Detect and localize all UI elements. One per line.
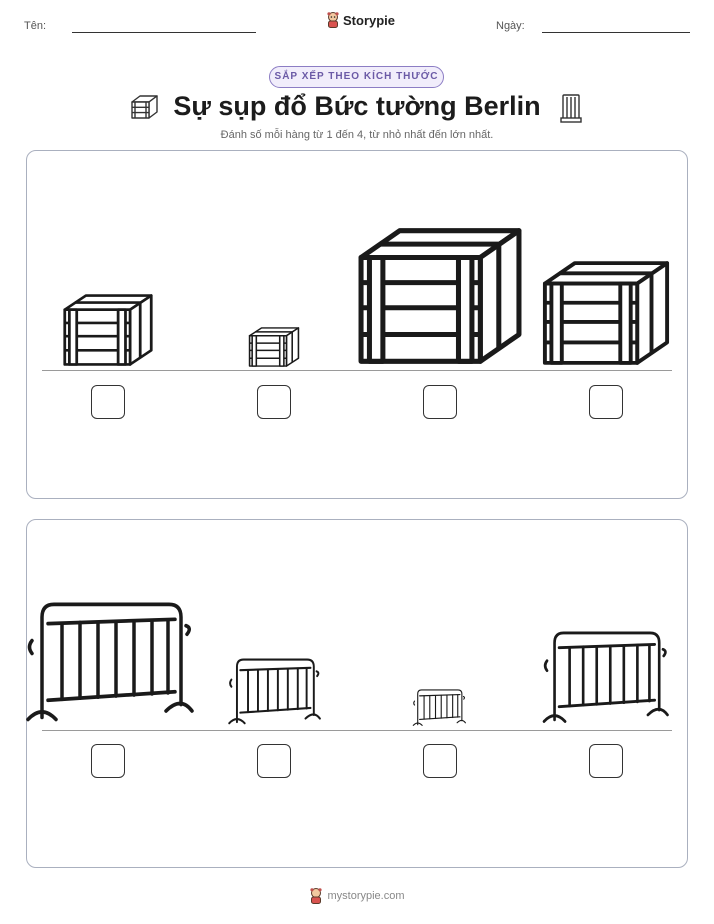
brand-name: Storypie [343,12,396,28]
crate-number-box-1[interactable] [91,385,125,419]
crate-number-box-3[interactable] [423,385,457,419]
barrier-icon-3 [412,688,466,728]
date-line[interactable] [542,32,690,33]
footer-url[interactable]: mystorypie.com [327,890,405,902]
crate-icon-3 [356,224,524,368]
barrier-number-box-1[interactable] [91,744,125,778]
barrier-number-box-2[interactable] [257,744,291,778]
date-label: Ngày: [496,20,525,32]
barrier-number-box-4[interactable] [589,744,623,778]
crates-baseline [42,370,672,371]
barrier-number-box-3[interactable] [423,744,457,778]
barriers-baseline [42,730,672,731]
barrier-icon-4 [541,628,669,728]
name-line[interactable] [72,32,256,33]
crate-icon [131,95,158,119]
barrier-icon-1 [24,598,194,728]
mascot-icon [327,12,339,28]
crate-icon-2 [248,326,300,368]
crate-number-box-4[interactable] [589,385,623,419]
instructions: Đánh số mỗi hàng từ 1 đến 4, từ nhỏ nhất… [220,129,494,141]
footer: mystorypie.com [0,888,714,904]
name-label: Tên: [24,20,47,32]
mascot-icon [310,888,323,904]
concrete-wall-icon [560,94,582,123]
crate-icon-1 [62,292,154,368]
page-title: Sự sụp đổ Bức tường Berlin [173,91,541,121]
category-badge: SẮP XẾP THEO KÍCH THƯỚC [269,66,444,88]
crate-number-box-2[interactable] [257,385,291,419]
crate-icon-4 [541,258,671,368]
brand-logo: Storypie [326,12,395,28]
barrier-icon-2 [227,656,321,728]
